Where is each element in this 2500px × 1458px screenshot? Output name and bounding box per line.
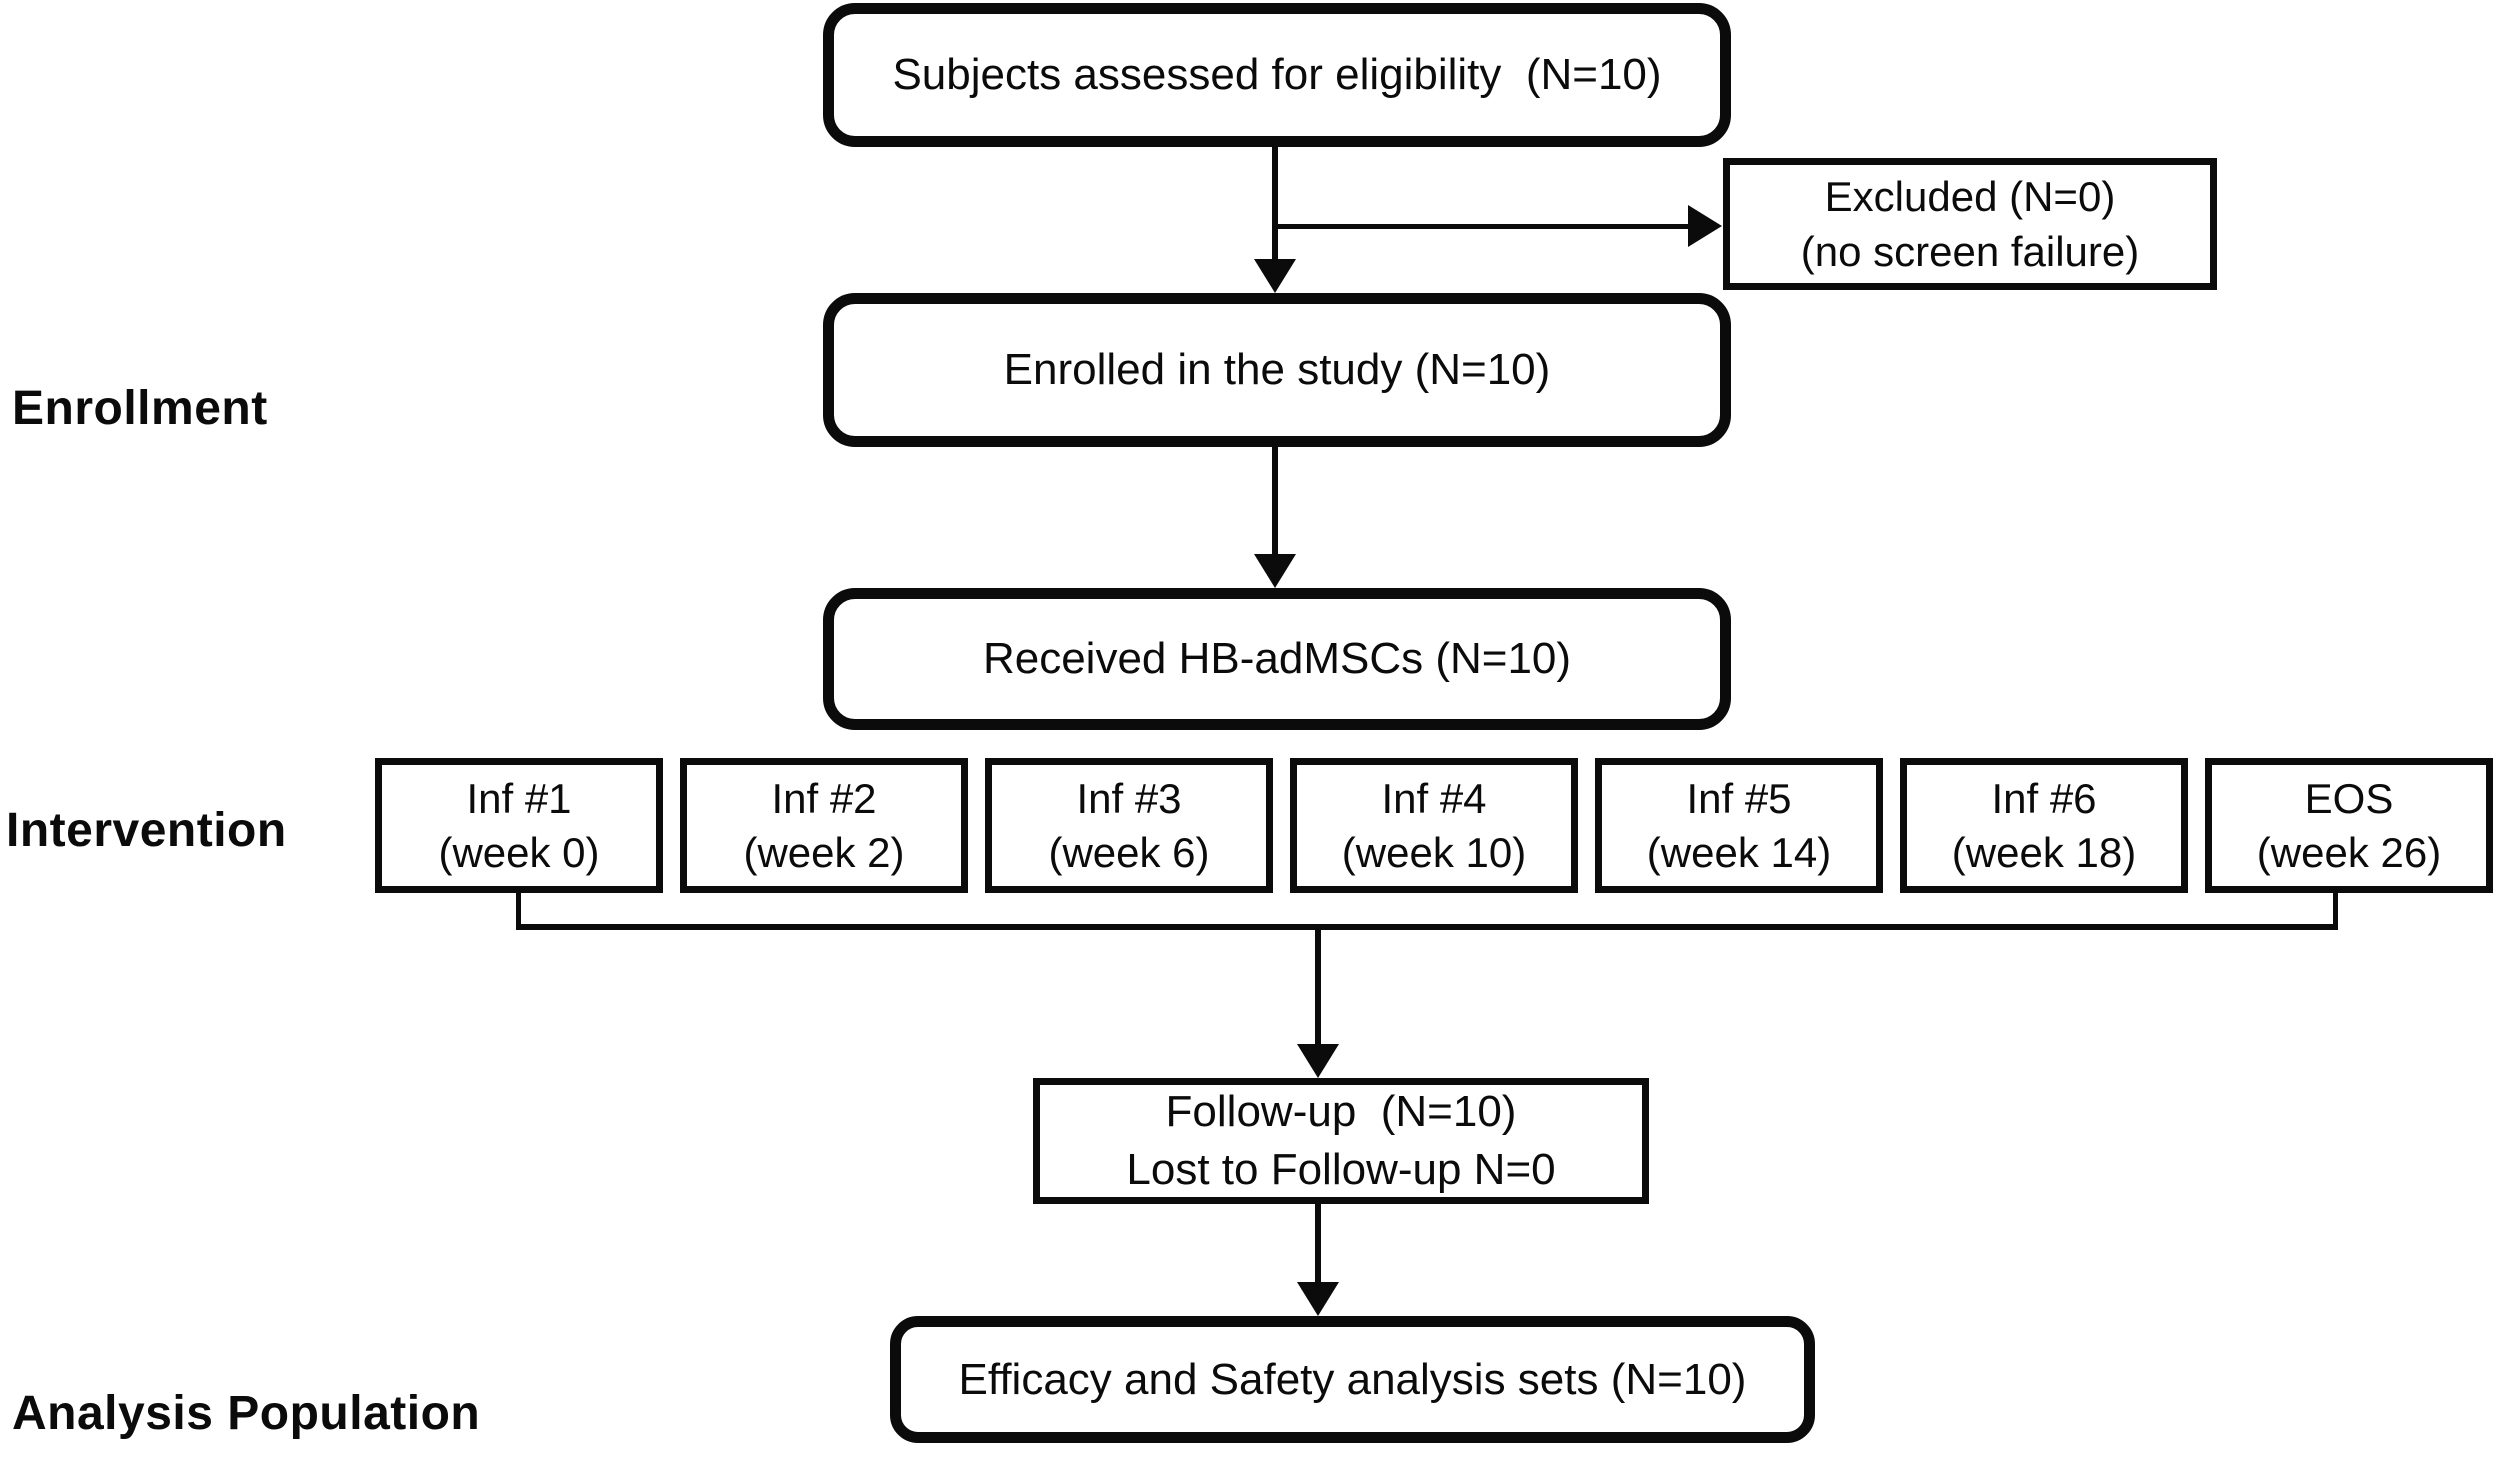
intervention-box-inf6: Inf #6 (week 18)	[1900, 758, 2188, 893]
excluded-box-line1: Excluded (N=0)	[1824, 172, 2116, 220]
arrow-followup-to-analysis-line	[1315, 1203, 1321, 1285]
intervention-box-inf1-name: Inf #1	[466, 774, 572, 822]
intervention-box-eos-week: (week 26)	[2256, 828, 2442, 876]
intervention-box-inf3: Inf #3 (week 6)	[985, 758, 1273, 893]
intervention-box-inf3-name: Inf #3	[1076, 774, 1182, 822]
intervention-box-inf2-week: (week 2)	[743, 828, 905, 876]
excluded-box: Excluded (N=0) (no screen failure)	[1723, 158, 2217, 290]
received-box-label: Received HB-adMSCs (N=10)	[982, 634, 1572, 683]
arrow-to-excluded-line	[1275, 224, 1691, 229]
enrolled-box-label: Enrolled in the study (N=10)	[1003, 345, 1551, 394]
intervention-box-inf2-name: Inf #2	[771, 774, 877, 822]
bracket-left-drop	[516, 891, 521, 930]
arrow-bracket-to-followup-line	[1315, 930, 1321, 1044]
intervention-box-inf4-week: (week 10)	[1341, 828, 1527, 876]
stage-label-enrollment: Enrollment	[12, 382, 268, 435]
bracket-right-drop	[2333, 888, 2338, 930]
arrow-enrolled-to-received-head	[1254, 554, 1296, 588]
intervention-box-inf1-week: (week 0)	[438, 828, 600, 876]
analysis-box-label: Efficacy and Safety analysis sets (N=10)	[958, 1354, 1747, 1404]
intervention-box-inf3-week: (week 6)	[1048, 828, 1210, 876]
intervention-box-inf6-week: (week 18)	[1951, 828, 2137, 876]
intervention-box-eos: EOS (week 26)	[2205, 758, 2493, 893]
arrow-eligibility-to-enrolled-line	[1272, 147, 1278, 262]
arrow-bracket-to-followup-head	[1297, 1044, 1339, 1078]
intervention-box-inf1: Inf #1 (week 0)	[375, 758, 663, 893]
analysis-box: Efficacy and Safety analysis sets (N=10)	[890, 1316, 1815, 1443]
bracket-horizontal-line	[516, 924, 2338, 930]
arrow-followup-to-analysis-head	[1297, 1282, 1339, 1316]
intervention-box-inf5-week: (week 14)	[1646, 828, 1832, 876]
followup-box: Follow-up (N=10) Lost to Follow-up N=0	[1033, 1078, 1649, 1204]
eligibility-box: Subjects assessed for eligibility (N=10)	[823, 3, 1731, 147]
intervention-box-inf5-name: Inf #5	[1686, 774, 1792, 822]
intervention-box-inf6-name: Inf #6	[1991, 774, 2097, 822]
intervention-box-inf2: Inf #2 (week 2)	[680, 758, 968, 893]
arrow-to-excluded-head	[1688, 205, 1722, 247]
excluded-box-line2: (no screen failure)	[1800, 228, 2140, 275]
followup-box-line2: Lost to Follow-up N=0	[1126, 1145, 1556, 1194]
eligibility-box-label: Subjects assessed for eligibility (N=10)	[892, 50, 1662, 99]
stage-label-analysis-population: Analysis Population	[12, 1387, 481, 1440]
enrolled-box: Enrolled in the study (N=10)	[823, 293, 1731, 447]
arrow-eligibility-to-enrolled-head	[1254, 259, 1296, 293]
arrow-enrolled-to-received-line	[1272, 447, 1278, 555]
followup-box-line1: Follow-up (N=10)	[1165, 1086, 1517, 1136]
intervention-box-inf5: Inf #5 (week 14)	[1595, 758, 1883, 893]
received-box: Received HB-adMSCs (N=10)	[823, 588, 1731, 730]
intervention-box-inf4-name: Inf #4	[1381, 774, 1487, 822]
intervention-box-inf4: Inf #4 (week 10)	[1290, 758, 1578, 893]
stage-label-intervention: Intervention	[6, 804, 287, 857]
intervention-box-eos-name: EOS	[2304, 774, 2394, 822]
